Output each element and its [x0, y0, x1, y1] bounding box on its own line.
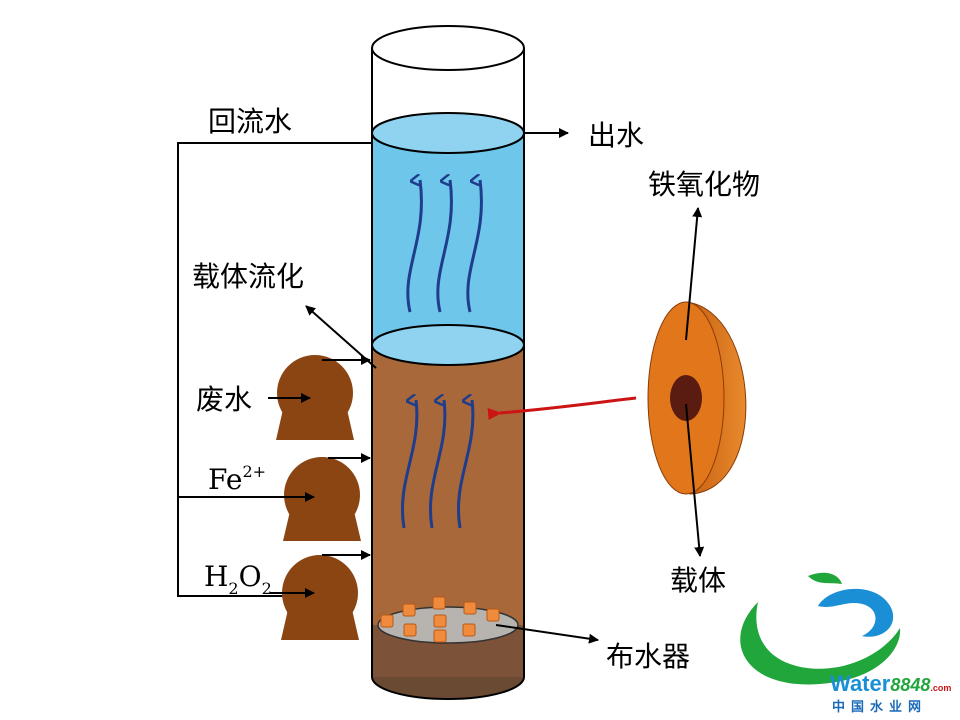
logo-blue-swoosh	[818, 588, 894, 637]
water-surface	[371, 112, 525, 154]
carrier-particle	[380, 614, 394, 628]
distributor-arrow	[495, 624, 599, 644]
flow-arrow	[429, 400, 447, 529]
column-top-rim	[371, 25, 525, 71]
carrier-particle	[403, 623, 417, 637]
flow-arrow	[401, 400, 419, 529]
pump-fe	[283, 457, 361, 541]
label-return-water: 回流水	[208, 105, 292, 138]
iron-oxide-arrow	[685, 207, 703, 341]
label-h2o2: H2O2	[204, 560, 272, 598]
carrier-arrow	[685, 403, 705, 557]
carrier-particle	[486, 608, 500, 622]
logo-chinese: 中国水业网	[832, 699, 927, 715]
flow-arrow	[406, 180, 423, 313]
logo-green-drop	[808, 572, 842, 584]
iron-oxide-carrier-particle	[647, 301, 747, 495]
label-carrier: 载体	[670, 564, 726, 597]
label-wastewater: 废水	[196, 383, 252, 416]
logo-green-swoosh	[740, 602, 901, 685]
carrier-particle	[402, 603, 416, 617]
water8848-logo: Water8848.com 中国水业网	[740, 572, 951, 715]
label-carrier-fluidization: 载体流化	[192, 260, 304, 293]
flow-arrow	[436, 180, 453, 313]
pump-wastewater	[276, 355, 354, 440]
label-iron-oxide: 铁氧化物	[648, 168, 760, 201]
carrier-particle	[432, 596, 446, 610]
red-detail-arrow	[487, 396, 637, 420]
fluidization-arrow	[305, 305, 377, 369]
label-outflow: 出水	[588, 119, 644, 152]
label-distributor: 布水器	[606, 640, 690, 673]
carrier-particle	[463, 601, 477, 615]
flow-arrow	[466, 180, 483, 313]
logo-wordmark: Water8848.com	[830, 671, 951, 696]
water-sludge-interface	[371, 324, 525, 366]
water-flow-arrows	[406, 180, 483, 313]
pump-feed-arrows	[322, 355, 371, 560]
carrier-particle	[433, 629, 447, 643]
pointer-arrows	[268, 128, 599, 644]
carrier-core	[670, 375, 702, 421]
label-fe2plus: Fe2+	[208, 462, 266, 496]
carrier-particles	[380, 596, 500, 643]
carrier-particle	[462, 623, 476, 637]
flow-arrow	[457, 400, 475, 529]
reactor-column	[371, 25, 525, 700]
pump-h2o2	[281, 555, 359, 640]
carrier-particle	[433, 614, 447, 628]
carrier-pointer-arrows	[685, 207, 705, 557]
sludge-flow-arrows	[401, 400, 475, 529]
